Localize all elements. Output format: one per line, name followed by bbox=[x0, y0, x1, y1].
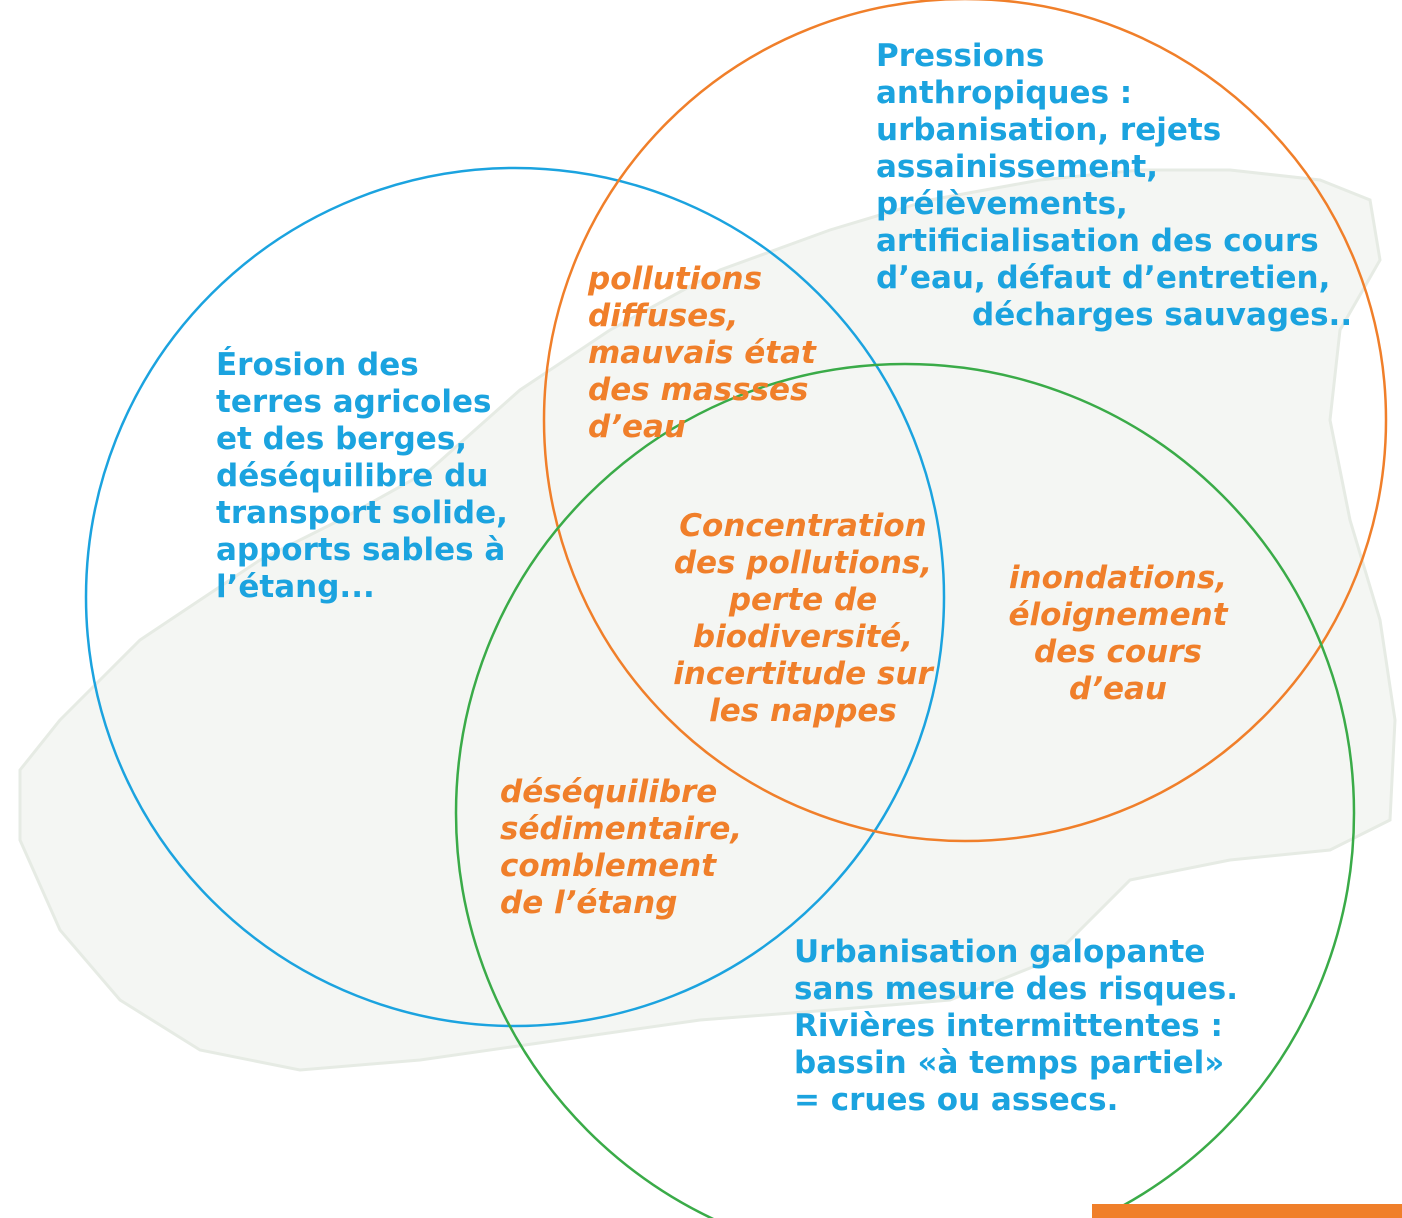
footer-accent-bar bbox=[1092, 1204, 1402, 1218]
label-pollutions-diffuses: pollutions diffuses, mauvais état des ma… bbox=[588, 261, 816, 446]
label-line: sans mesure des risques. bbox=[794, 971, 1238, 1007]
label-line: mauvais état bbox=[588, 335, 816, 371]
label-desequilibre-sedimentaire: déséquilibre sédimentaire, comblement de… bbox=[500, 774, 742, 922]
label-line: Rivières intermittentes : bbox=[794, 1008, 1223, 1044]
label-line: les nappes bbox=[709, 693, 897, 729]
label-line: Pressions bbox=[876, 38, 1045, 74]
circle-top-right bbox=[542, 0, 1388, 843]
label-inondations: inondations, éloignement des cours d’eau bbox=[993, 560, 1243, 708]
label-pressions-anthropiques: Pressions anthropiques : urbanisation, r… bbox=[876, 38, 1352, 334]
label-line: sédimentaire, bbox=[500, 811, 743, 847]
label-line: déséquilibre du bbox=[216, 458, 489, 494]
label-erosion: Érosion des terres agricoles et des berg… bbox=[216, 347, 508, 606]
label-line: anthropiques : bbox=[876, 75, 1133, 111]
label-line: des massses bbox=[588, 372, 809, 408]
background-map-silhouette bbox=[18, 168, 1397, 1072]
label-line: l’étang... bbox=[216, 569, 375, 605]
label-line: apports sables à bbox=[216, 532, 506, 568]
label-line: des pollutions, bbox=[673, 545, 933, 581]
label-line: décharges sauvages.. bbox=[972, 297, 1353, 333]
label-line: biodiversité, bbox=[692, 619, 914, 655]
label-line: incertitude sur bbox=[673, 656, 933, 692]
label-line: bassin «à temps partiel» bbox=[794, 1045, 1225, 1081]
label-line: = crues ou assecs. bbox=[794, 1082, 1119, 1118]
label-line: pollutions bbox=[588, 261, 763, 297]
label-line: transport solide, bbox=[216, 495, 508, 531]
label-line: éloignement bbox=[1008, 597, 1228, 633]
label-concentration-pollutions: Concentration des pollutions, perte de b… bbox=[658, 508, 948, 730]
label-line: de l’étang bbox=[500, 885, 678, 921]
label-line: perte de bbox=[728, 582, 878, 618]
label-line: et des berges, bbox=[216, 421, 468, 457]
label-line: d’eau, défaut d’entretien, bbox=[876, 260, 1331, 296]
label-line: diffuses, bbox=[588, 298, 739, 334]
circle-bottom bbox=[454, 362, 1356, 1218]
circle-left bbox=[84, 166, 946, 1028]
label-line: déséquilibre bbox=[500, 774, 718, 810]
label-line: inondations, bbox=[1008, 560, 1228, 596]
label-line: d’eau bbox=[1069, 671, 1167, 707]
label-line: d’eau bbox=[588, 409, 686, 445]
label-line: terres agricoles bbox=[216, 384, 492, 420]
label-line: assainissement, bbox=[876, 149, 1158, 185]
label-line: prélèvements, bbox=[876, 186, 1128, 222]
label-line: urbanisation, rejets bbox=[876, 112, 1222, 148]
label-line: Urbanisation galopante bbox=[794, 934, 1206, 970]
label-line: comblement bbox=[500, 848, 717, 884]
label-line: artificialisation des cours bbox=[876, 223, 1319, 259]
label-line: Concentration bbox=[679, 508, 927, 544]
label-line: des cours bbox=[1034, 634, 1202, 670]
label-line: Érosion des bbox=[216, 347, 419, 383]
label-urbanisation-galopante: Urbanisation galopante sans mesure des r… bbox=[794, 934, 1238, 1119]
